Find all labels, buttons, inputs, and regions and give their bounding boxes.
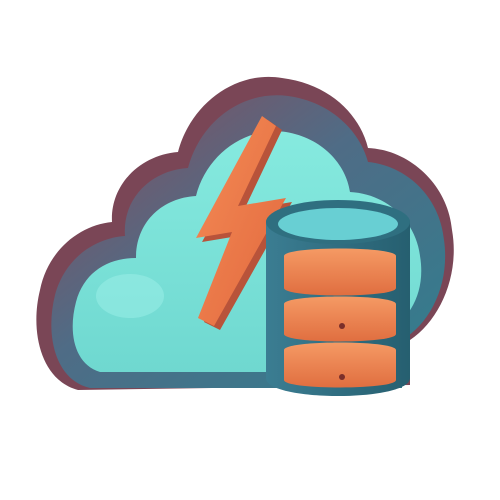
database-icon [266,200,410,396]
database-disk-1 [284,248,396,296]
lightning-bolt-icon [196,116,292,330]
database-disk-3-dot [339,374,345,380]
database-disk-2 [284,296,396,342]
database-disk-2-dot [339,323,345,329]
database-disk-3 [284,342,396,388]
